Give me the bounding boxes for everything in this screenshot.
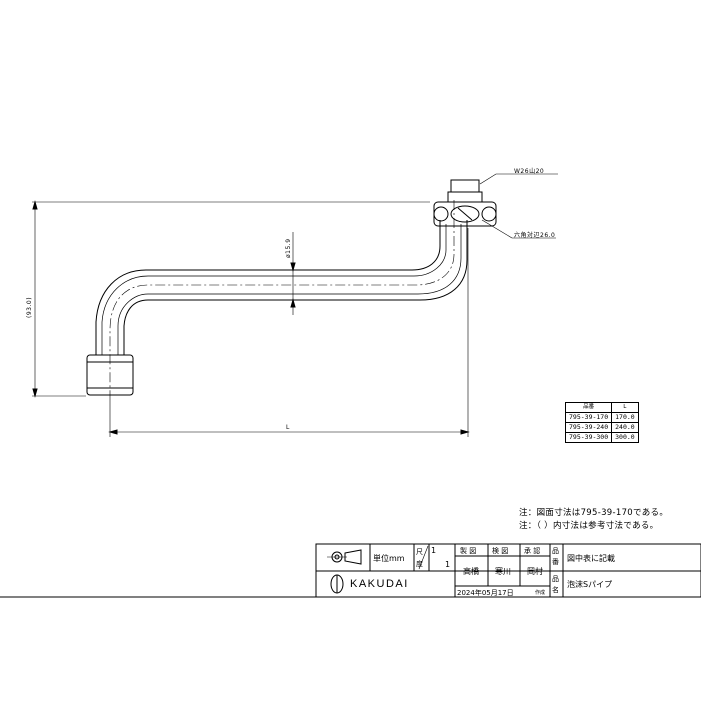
- part-no-cell: 795-39-170: [564, 412, 613, 423]
- hex-size-label: 六角対辺26.0: [514, 232, 556, 239]
- header-part-no: 品番: [564, 402, 613, 413]
- thread-spec-label: W26山20: [514, 168, 545, 175]
- table-row: 795-39-170 170.0: [564, 412, 639, 423]
- part-name-value: 泡沫Sパイプ: [567, 580, 613, 589]
- unit-label: 単位mm: [373, 554, 405, 563]
- name-check: 寒川: [495, 567, 511, 576]
- table-header-row: 品番 L: [564, 402, 639, 413]
- role-check: 検 図: [492, 547, 509, 555]
- scale-label: 尺度: [416, 548, 423, 568]
- length-label: L: [286, 424, 290, 431]
- length-cell: 240.0: [611, 422, 639, 433]
- scale-denominator: 1: [445, 560, 451, 569]
- note-line: 注：（ ）内寸法は参考寸法である。: [519, 521, 659, 531]
- variant-table: 品番 L 795-39-170 170.0 795-39-240 240.0 7…: [564, 402, 639, 443]
- aerator-nozzle: [86, 354, 134, 396]
- part-no-cell: 795-39-300: [564, 432, 613, 443]
- pipe-outline: [123, 220, 468, 355]
- role-design: 製 図: [460, 547, 477, 555]
- pipe-outline: [95, 220, 441, 355]
- company-logo: KAKUDAI: [350, 578, 409, 590]
- header-length: L: [611, 402, 639, 413]
- table-row: 795-39-240 240.0: [564, 422, 639, 433]
- height-label: (93.0): [26, 296, 33, 318]
- name-design: 高橋: [463, 567, 479, 576]
- part-no-cell: 795-39-240: [564, 422, 613, 433]
- note-line: 注：図面寸法は795-39-170である。: [519, 508, 669, 518]
- part-no-value: 図中表に記載: [567, 554, 615, 563]
- part-no-label: 品番: [552, 547, 559, 566]
- part-name-label: 品名: [552, 575, 559, 594]
- table-row: 795-39-300 300.0: [564, 432, 639, 443]
- creation-date: 2024年05月17日: [457, 589, 514, 597]
- scale-numerator: 1: [431, 546, 437, 555]
- diameter-label: ø15.9: [285, 238, 292, 258]
- length-cell: 300.0: [611, 432, 639, 443]
- length-cell: 170.0: [611, 412, 639, 423]
- date-suffix: 作成: [535, 590, 546, 596]
- name-approve: 岡村: [527, 567, 543, 576]
- role-approve: 承 認: [524, 547, 541, 555]
